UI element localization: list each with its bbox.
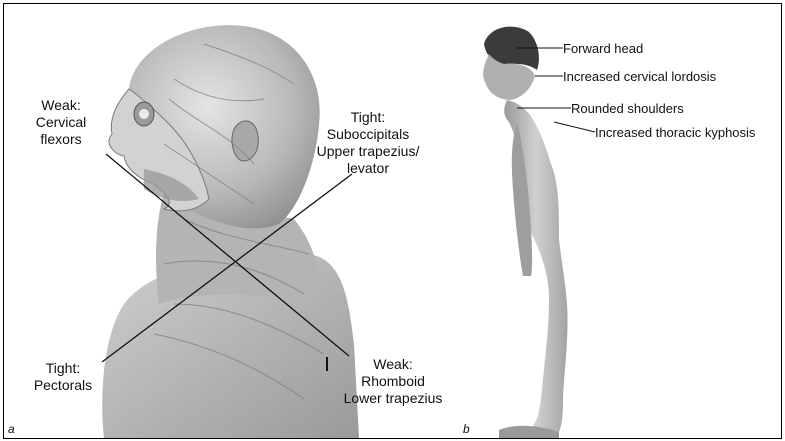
panel-b: Forward head Increased cervical lordosis…: [459, 4, 781, 438]
label-tight-suboccipitals: Tight: Suboccipitals Upper trapezius/ le…: [309, 109, 427, 177]
label-weak-rhomboid: Weak: Rhomboid Lower trapezius: [334, 356, 452, 407]
annotation-rounded-shoulders: Rounded shoulders: [571, 101, 684, 116]
annotation-forward-head: Forward head: [563, 41, 643, 56]
figure-frame: Weak: Cervical flexors Tight: Suboccipit…: [3, 3, 782, 439]
leader-thoracic-kyphosis: [554, 122, 595, 132]
label-tight-pectorals: Tight: Pectorals: [28, 360, 98, 394]
annotation-cervical-lordosis: Increased cervical lordosis: [563, 69, 716, 84]
label-weak-cervical-flexors: Weak: Cervical flexors: [26, 97, 96, 148]
panel-letter-a: a: [8, 422, 15, 436]
panel-a: Weak: Cervical flexors Tight: Suboccipit…: [4, 4, 459, 438]
annotation-thoracic-kyphosis: Increased thoracic kyphosis: [595, 125, 755, 140]
panel-letter-b: b: [463, 422, 470, 436]
